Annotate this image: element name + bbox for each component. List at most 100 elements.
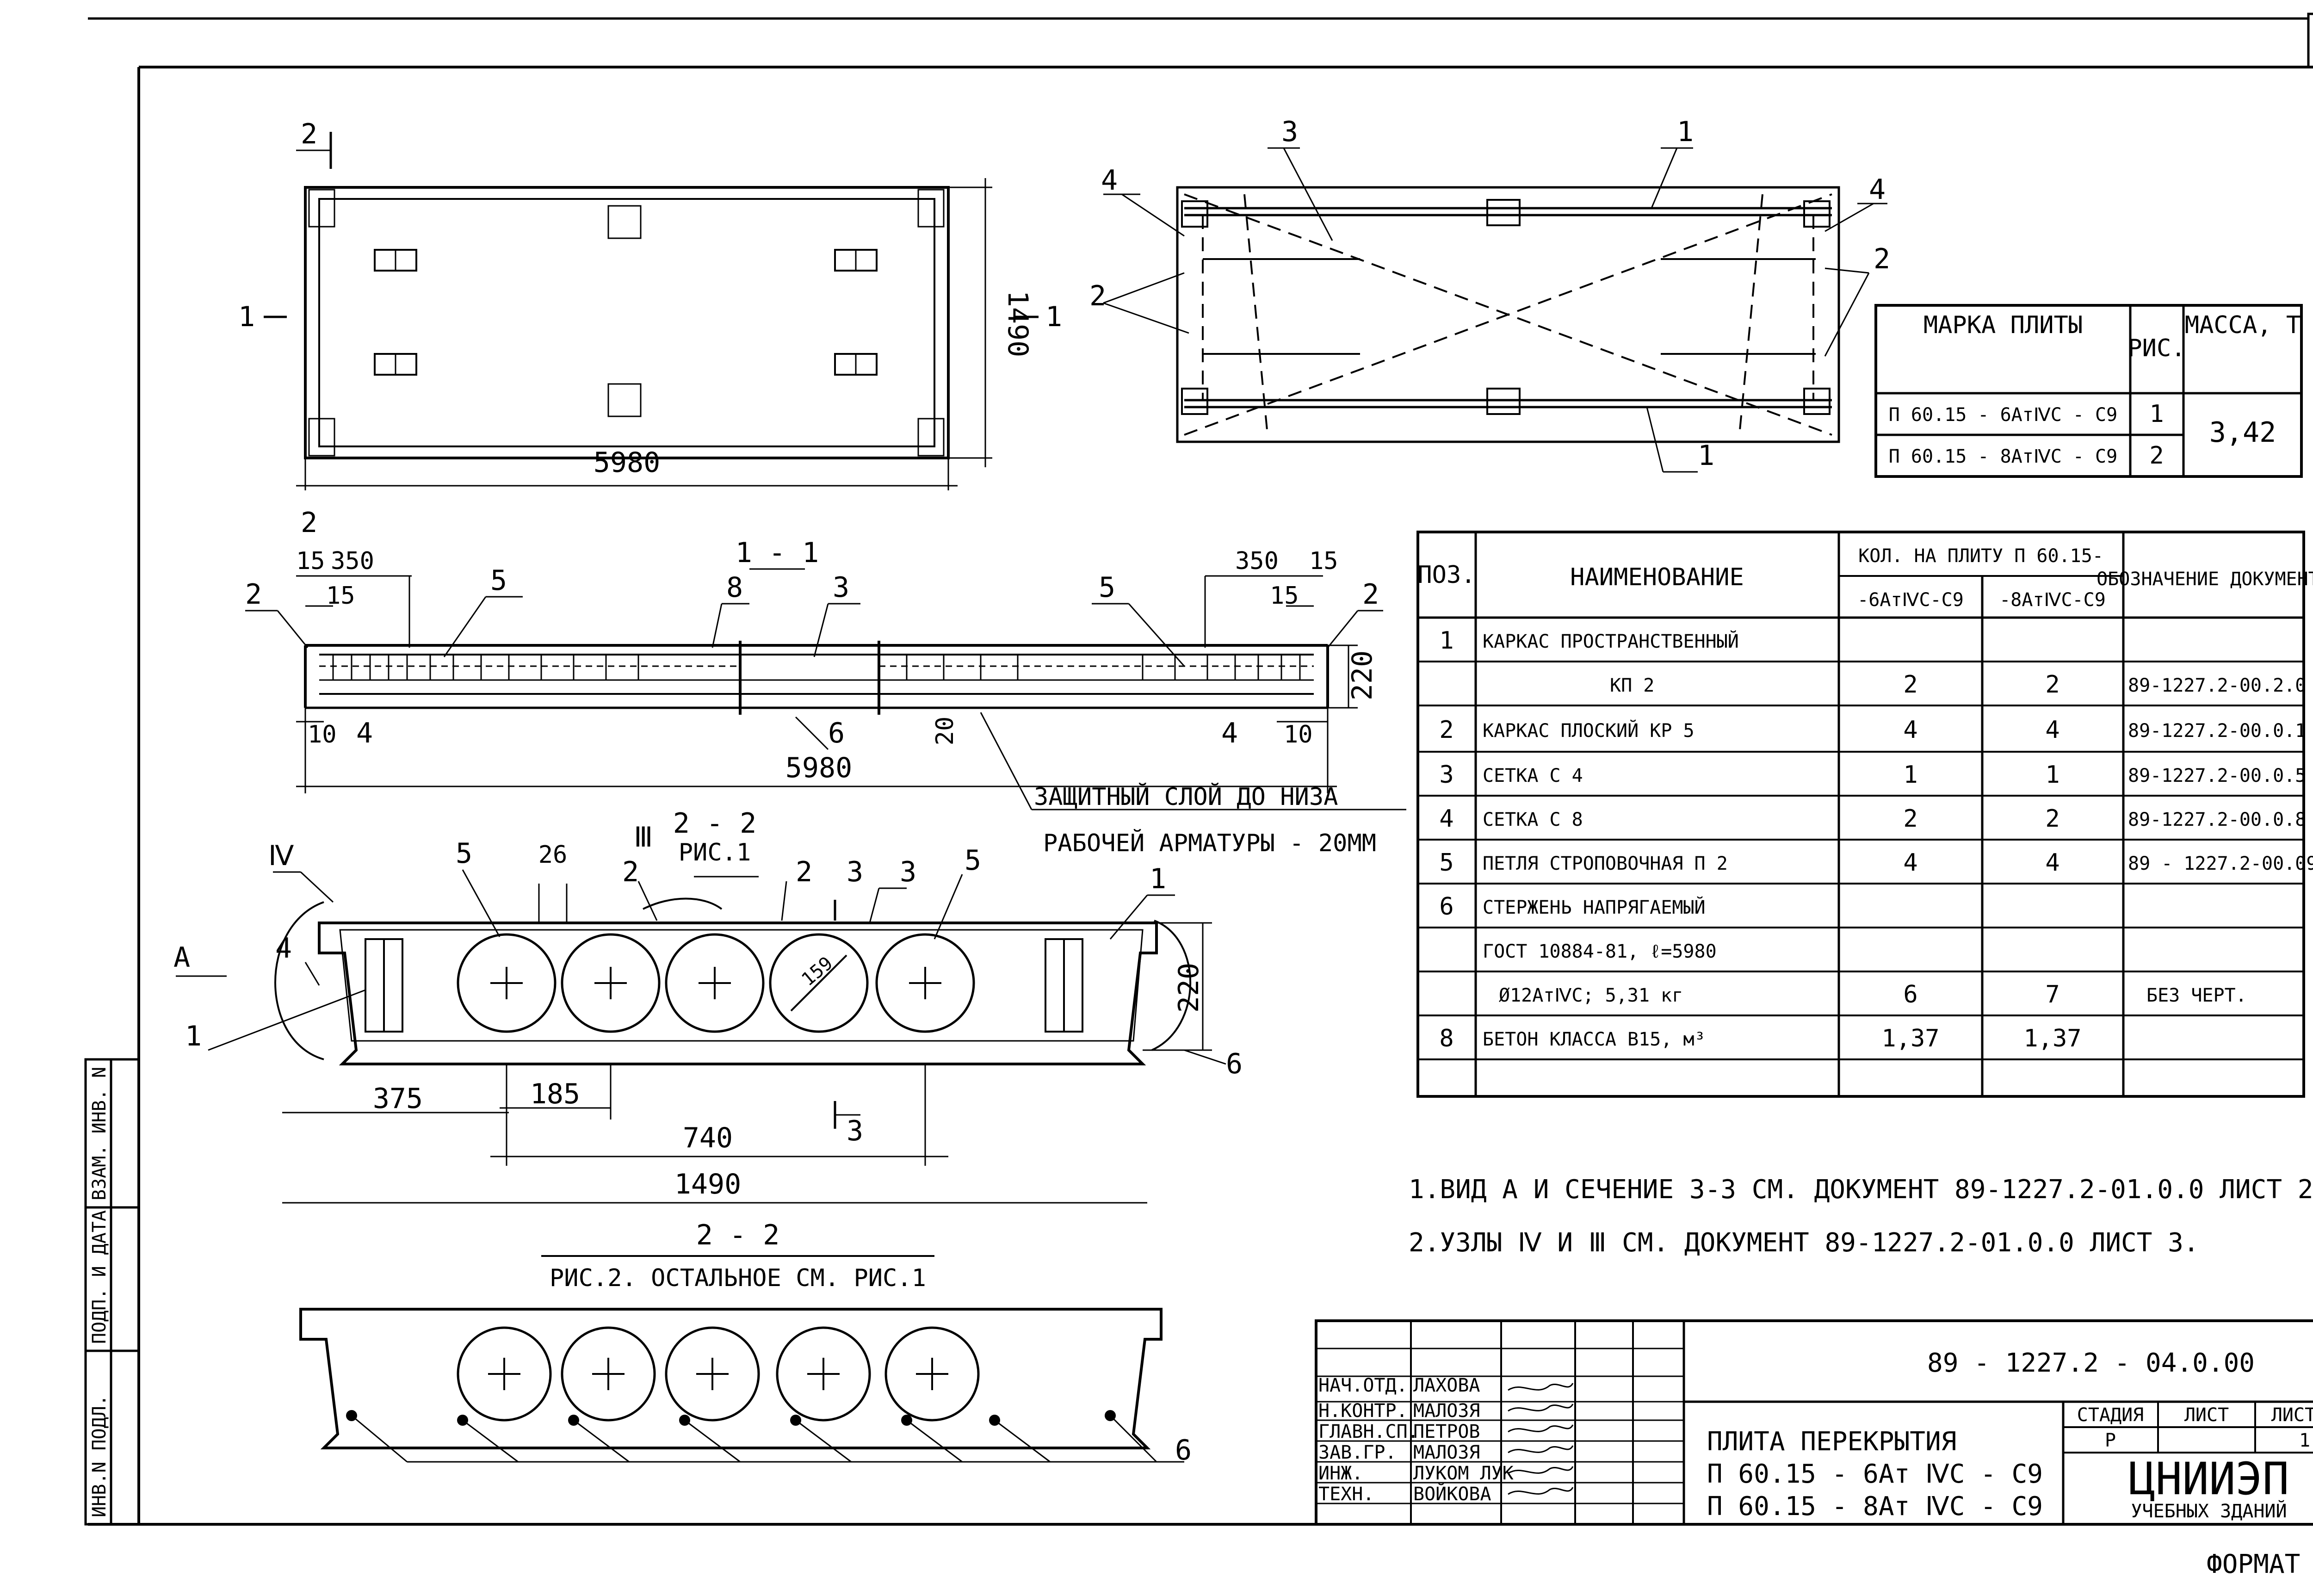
spec-row: 8 БЕТОН КЛАССА В15, м³ 1,37 1,37 bbox=[1439, 1025, 2081, 1052]
sec11-callout-8: 8 bbox=[726, 571, 743, 604]
section-2-2-fig1 bbox=[176, 869, 1226, 1204]
spec-row: Ø12АтⅣС; 5,31 кг 6 7 БЕЗ ЧЕРТ. bbox=[1499, 981, 2247, 1008]
sec11-callout-5-right: 5 bbox=[1099, 571, 1115, 604]
section-2-2-fig2 bbox=[299, 1255, 1184, 1463]
tb-role-5: ТЕХН. bbox=[1318, 1484, 1374, 1505]
tb-name-4: ЛУКОМ ЛУК bbox=[1413, 1463, 1514, 1484]
tb-title-line3: П 60.15 - 8Ат ⅣС - С9 bbox=[1707, 1491, 2043, 1522]
fig2-callout-6: 6 bbox=[1175, 1434, 1192, 1466]
sec11-callout-5-left: 5 bbox=[490, 564, 507, 597]
mass-table-header-mass: МАССА, Т bbox=[2185, 311, 2301, 339]
sec11-dim-350-left: 350 bbox=[331, 547, 374, 575]
spec-qty-b: 1 bbox=[2045, 761, 2059, 789]
tb-name-2: ПЕТРОВ bbox=[1413, 1421, 1480, 1442]
side-stamp: ИНВ.N ПОДЛ. ПОДП. И ДАТА ВЗАМ. ИНВ. N bbox=[84, 1058, 140, 1526]
tb-role-2: ГЛАВН.СП. bbox=[1318, 1421, 1419, 1442]
sec11-callout-4-right: 4 bbox=[1221, 717, 1238, 749]
tb-sheet-header: ЛИСТ bbox=[2184, 1404, 2229, 1426]
mass-table-header-mark: МАРКА ПЛИТЫ bbox=[1923, 311, 2083, 339]
spec-qty-a: 4 bbox=[1903, 716, 1917, 744]
note-2: 2.УЗЛЫ Ⅳ И Ⅲ СМ. ДОКУМЕНТ 89-1227.2-01.0… bbox=[1409, 1228, 2199, 1258]
sec11-dim-15-right: 15 bbox=[1309, 547, 1338, 575]
plan-length: 5980 bbox=[594, 446, 661, 479]
view-arrow-A: А bbox=[173, 941, 190, 974]
spec-row: 6 СТЕРЖЕНЬ НАПРЯГАЕМЫЙ bbox=[1439, 893, 1705, 921]
spec-qty-a: 2 bbox=[1903, 671, 1917, 699]
tb-org: ЦНИИЭП bbox=[2129, 1453, 2289, 1505]
sec22-dim-1490: 1490 bbox=[674, 1168, 742, 1200]
spec-row: ГОСТ 10884-81, ℓ=5980 bbox=[1483, 941, 1717, 962]
tb-stage: Р bbox=[2105, 1430, 2116, 1451]
node-IV-label: Ⅳ bbox=[268, 840, 294, 872]
plan-view bbox=[264, 132, 1039, 490]
tb-title-line2: П 60.15 - 6Ат ⅣС - С9 bbox=[1707, 1459, 2043, 1489]
sec11-cover: 20 bbox=[931, 717, 959, 746]
spec-pos: 2 bbox=[1439, 716, 1453, 744]
tb-name-3: МАЛОЗЯ bbox=[1413, 1442, 1480, 1463]
tb-org-sub: УЧЕБНЫХ ЗДАНИЙ bbox=[2131, 1500, 2287, 1522]
cage-callout-1-bottom: 1 bbox=[1698, 439, 1714, 472]
spec-header-doc: ОБОЗНАЧЕНИЕ ДОКУМЕНТА bbox=[2097, 569, 2313, 590]
node-III-label: Ⅲ bbox=[634, 821, 653, 854]
tb-sheets-header: ЛИСТОВ bbox=[2271, 1404, 2313, 1426]
section-2-2-fig1-subtitle: РИС.1 bbox=[679, 839, 751, 866]
page-number-box bbox=[2307, 12, 2313, 68]
sec22-height: 220 bbox=[1173, 963, 1205, 1013]
spec-qty-b: 4 bbox=[2045, 716, 2059, 744]
section-1-1 bbox=[245, 568, 1406, 810]
mass-table-mass: 3,42 bbox=[2209, 416, 2276, 449]
spec-qty-b: 1,37 bbox=[2023, 1025, 2081, 1052]
spec-doc: 89-1227.2-00.0.5 bbox=[2128, 765, 2306, 786]
sec22-dim-26: 26 bbox=[538, 841, 568, 869]
mass-table-row2-fig: 2 bbox=[2149, 442, 2164, 470]
sec11-note-line1: ЗАЩИТНЫЙ СЛОЙ ДО НИЗА bbox=[1034, 783, 1338, 811]
spec-qty-a: 1,37 bbox=[1881, 1025, 1939, 1052]
spec-doc: 89-1227.2-00.2.0 bbox=[2128, 675, 2306, 696]
sec22-callout-2-a: 2 bbox=[622, 856, 639, 888]
cage-callout-4-right: 4 bbox=[1869, 173, 1886, 206]
sec11-dim-350-right: 350 bbox=[1235, 547, 1279, 575]
sec11-callout-2-right: 2 bbox=[1362, 578, 1379, 611]
section-2-2-fig1-title: 2 - 2 bbox=[673, 807, 757, 840]
cage-callout-4-left: 4 bbox=[1101, 164, 1118, 197]
spec-pos: 6 bbox=[1439, 893, 1453, 921]
cage-view bbox=[1103, 147, 1887, 473]
stamp-inv-podl: ИНВ.N ПОДЛ. bbox=[89, 1395, 110, 1517]
spec-name: ГОСТ 10884-81, ℓ=5980 bbox=[1483, 941, 1717, 962]
spec-pos: 1 bbox=[1439, 627, 1453, 655]
sec11-dim-15-left: 15 bbox=[296, 547, 325, 575]
tb-name-5: ВОЙКОВА bbox=[1413, 1483, 1491, 1505]
mass-table-row1-fig: 1 bbox=[2149, 400, 2164, 428]
stamp-podp-data: ПОДП. И ДАТА bbox=[89, 1210, 110, 1344]
spec-pos: 5 bbox=[1439, 849, 1453, 877]
spec-header-qty: КОЛ. НА ПЛИТУ П 60.15- bbox=[1858, 545, 2103, 567]
mass-table bbox=[1874, 304, 2303, 478]
mass-table-row1-mark: П 60.15 - 6АтⅣС - С9 bbox=[1889, 404, 2117, 426]
plan-section-mark-right: 1 bbox=[1045, 301, 1062, 333]
spec-name: БЕТОН КЛАССА В15, м³ bbox=[1483, 1029, 1706, 1050]
stamp-vzam-inv: ВЗАМ. ИНВ. N bbox=[89, 1067, 110, 1200]
sec22-callout-5-left: 5 bbox=[456, 837, 472, 870]
spec-name: КП 2 bbox=[1610, 675, 1654, 696]
plan-width: 1490 bbox=[1002, 291, 1034, 358]
tb-role-3: ЗАВ.ГР. bbox=[1318, 1442, 1397, 1463]
spec-row: КП 2 2 2 89-1227.2-00.2.0 bbox=[1610, 671, 2306, 699]
cage-callout-2-right: 2 bbox=[1874, 243, 1890, 275]
spec-header-pos: ПОЗ. bbox=[1417, 561, 1475, 589]
sec22-callout-6: 6 bbox=[1226, 1048, 1243, 1080]
tb-name-0: ЛАХОВА bbox=[1413, 1375, 1480, 1396]
sec22-callout-3-mark: 3 bbox=[847, 856, 863, 888]
plan-section-mark-left: 1 bbox=[238, 301, 255, 333]
spec-doc: 89 - 1227.2-00.09 bbox=[2128, 853, 2313, 874]
sec11-dim-10-right: 10 bbox=[1284, 721, 1313, 749]
spec-header-name: НАИМЕНОВАНИЕ bbox=[1570, 563, 1744, 591]
sec22-callout-3: 3 bbox=[900, 856, 916, 888]
spec-name: Ø12АтⅣС; 5,31 кг bbox=[1499, 985, 1683, 1006]
plan-section-mark-top: 2 bbox=[301, 118, 317, 150]
spec-row: 4 СЕТКА С 8 2 2 89-1227.2-00.0.8 bbox=[1439, 805, 2306, 833]
spec-qty-b: 4 bbox=[2045, 849, 2059, 877]
title-block bbox=[1315, 1319, 2313, 1526]
tb-doc-number: 89 - 1227.2 - 04.0.00 bbox=[1927, 1348, 2255, 1378]
section-2-2-fig2-subtitle: РИС.2. ОСТАЛЬНОЕ СМ. РИС.1 bbox=[550, 1264, 926, 1292]
